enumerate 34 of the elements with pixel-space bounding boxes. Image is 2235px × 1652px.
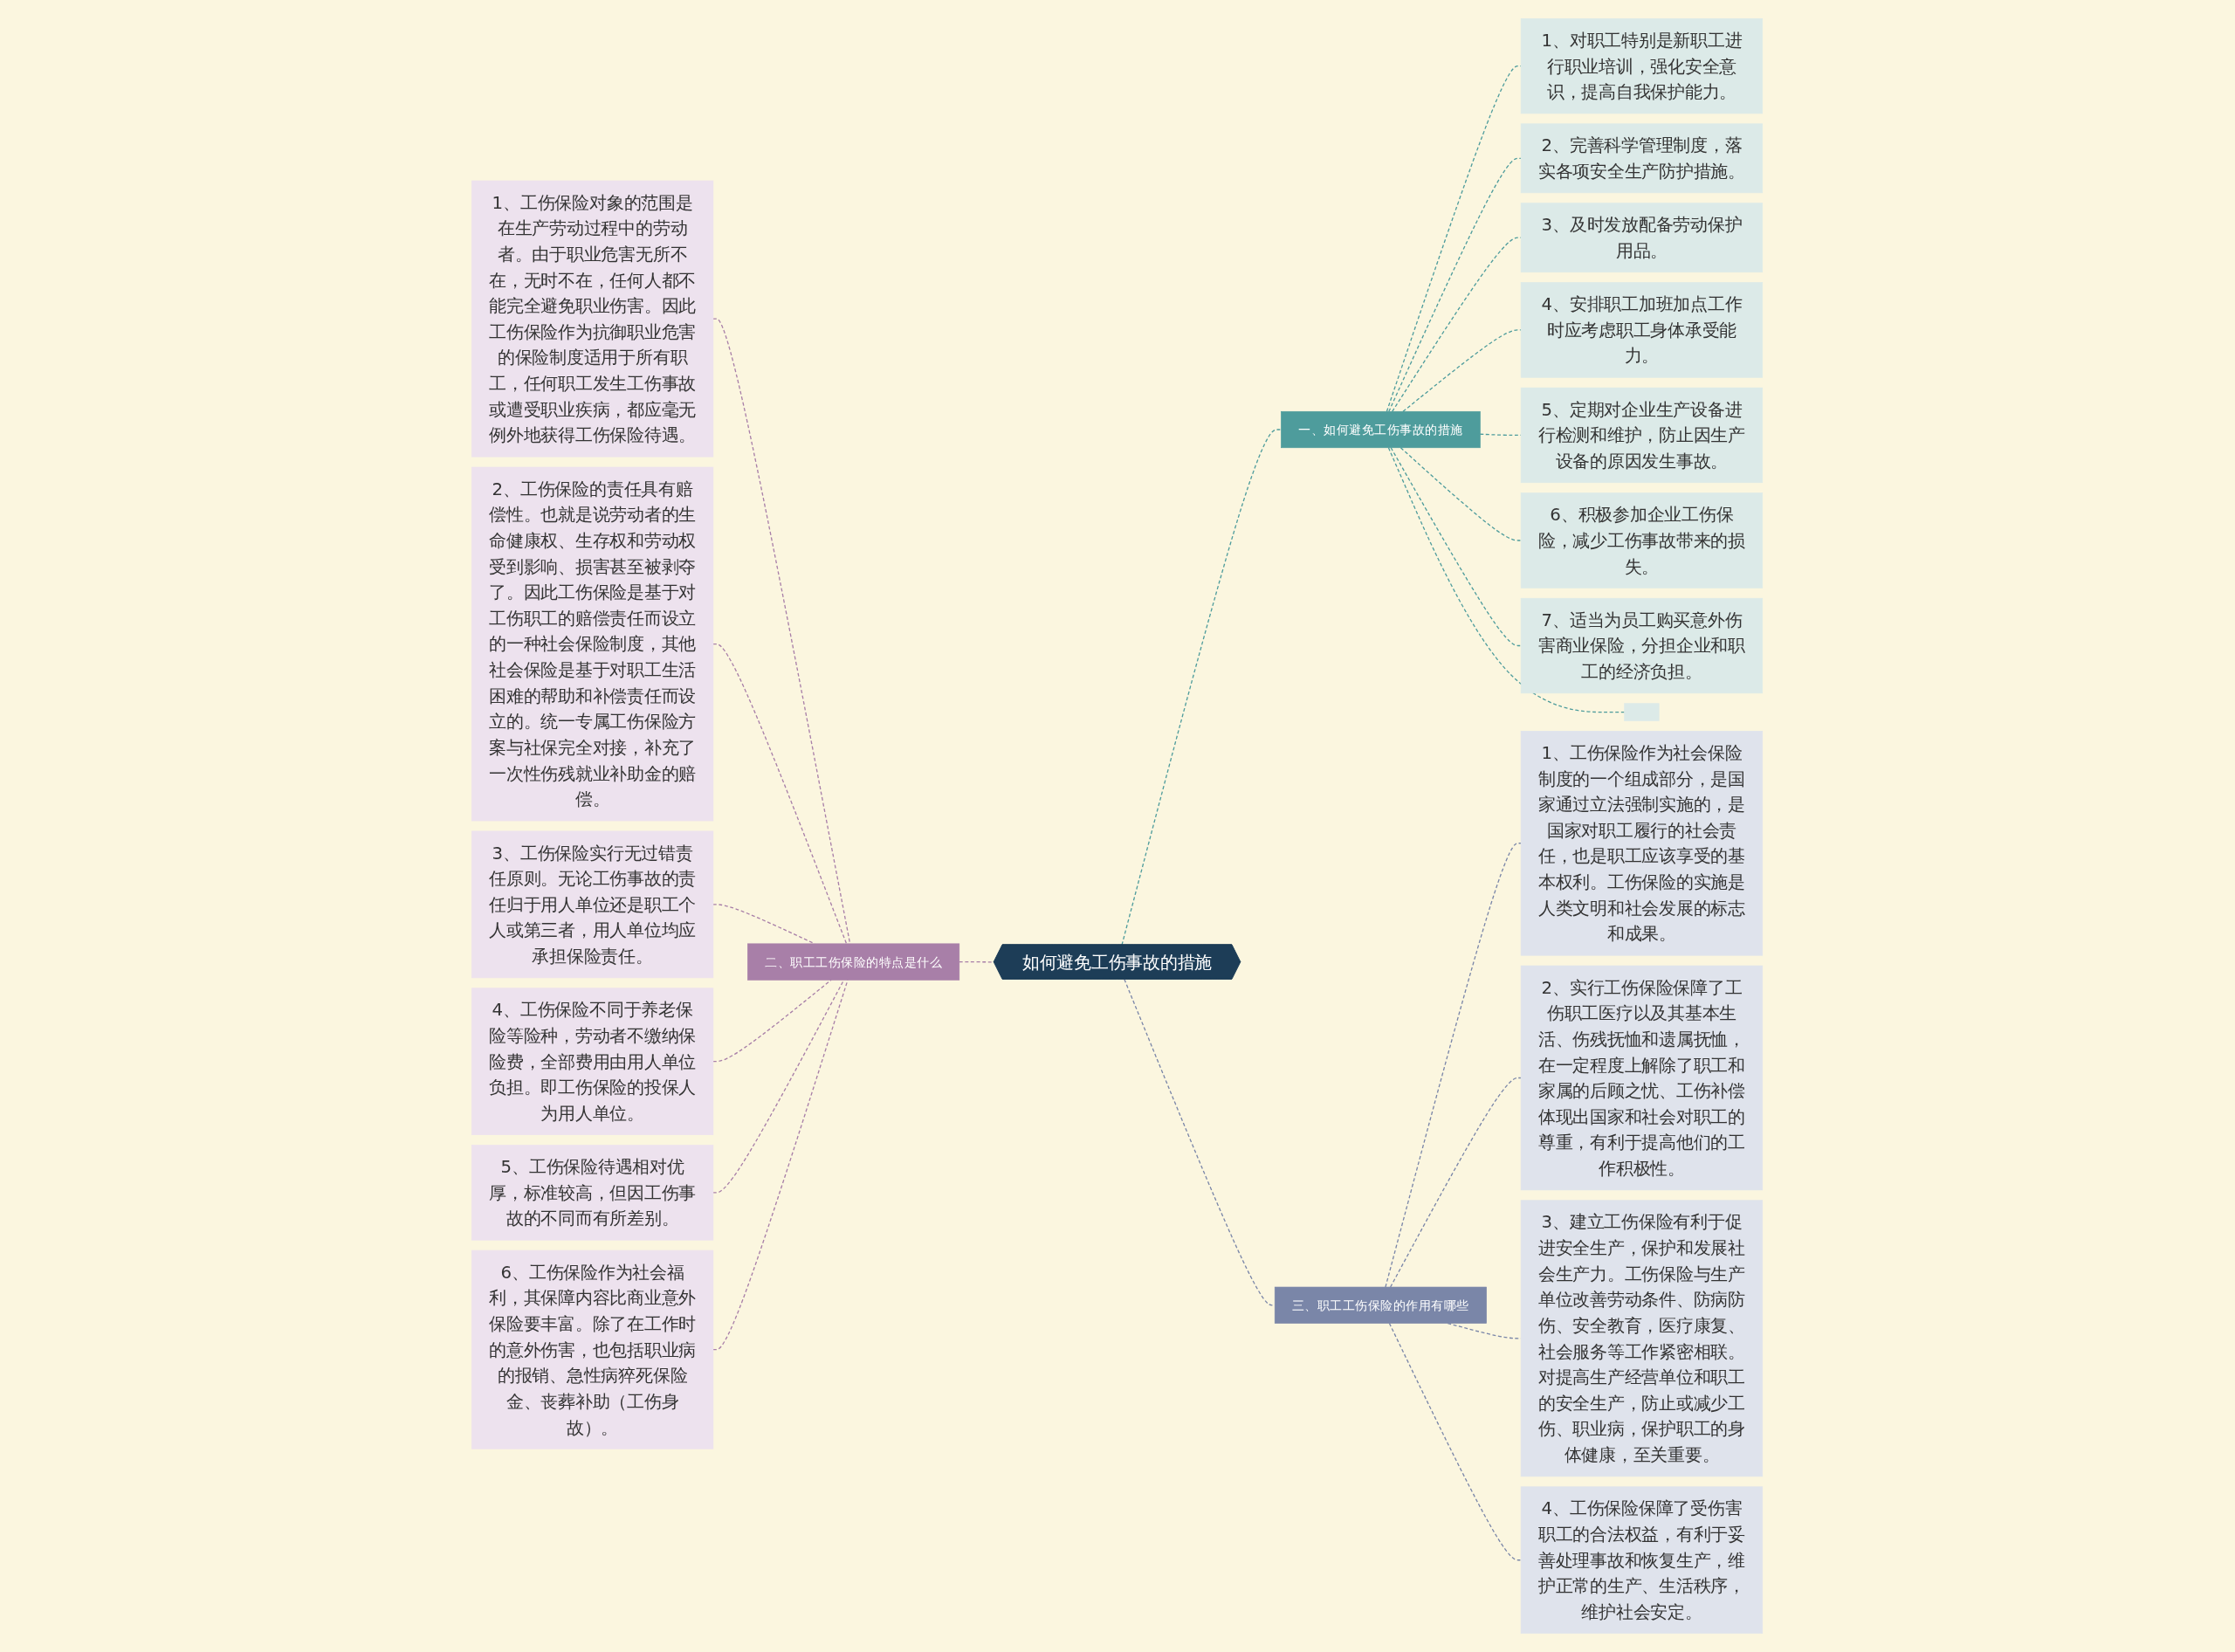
node-box: 5、工伤保险待遇相对优厚，标准较高，但因工伤事故的不同而有所差别。 (471, 1145, 714, 1241)
node-box: 1、对职工特别是新职工进行职业培训，强化安全意识，提高自我保护能力。 (1521, 17, 1764, 114)
node-box: 6、工伤保险作为社会福利，其保障内容比商业意外保险要丰富。除了在工作时的意外伤害，也包括职业病的报销、急性病猝死保险金、丧葬补助（工伤身故）。 (471, 1249, 714, 1449)
node-box: 2、实行工伤保险保障了工伤职工医疗以及其基本生活、伤残抚恤和遗属抚恤，在一定程度上解除了职工和家属的后顾之忧、工伤补偿体现出国家和社会对职工的尊重，有利于提高他们的工作积极性。 (1521, 965, 1764, 1191)
connector (712, 979, 845, 1194)
connector (1385, 843, 1523, 1288)
node-box: 1、工伤保险作为社会保险制度的一个组成部分，是国家通过立法强制实施的，是国家对职工履行的社会责任，也是职工应该享受的基本权利。工伤保险的实施是人类文明和社会发展的标志和成果。 (1521, 731, 1764, 956)
node-box: 2、工伤保险的责任具有赔偿性。也就是说劳动者的生命健康权、生存权和劳动权受到影响、损害甚至被剥夺了。因此工伤保险是基于对工伤职工的赔偿责任而设立的一种社会保险制度，其他社会保险是基于对职工生活困难的帮助和补偿责任而设立的。统一专属工伤保险方案与社保完全对接，补充了一次性伤残就业补助金的赔偿。 (471, 466, 714, 822)
node-box (1624, 703, 1660, 721)
connector (712, 979, 849, 1351)
connector (1389, 1322, 1523, 1561)
node-box: 三、职工工伤保险的作用有哪些 (1275, 1286, 1488, 1324)
connector (1121, 429, 1283, 946)
node-box: 1、工伤保险对象的范围是在生产劳动过程中的劳动者。由于职业危害无所不在，无时不在，任何人都不能完全避免职业伤害。因此工伤保险作为抗御职业危害的保险制度适用于所有职工，任何职工发生工伤事故或遭受职业疾病，都应毫无例外地获得工伤保险待遇。 (471, 180, 714, 458)
node-box: 7、适当为员工购买意外伤害商业保险，分担企业和职工的经济负担。 (1521, 597, 1764, 694)
connector (712, 643, 848, 945)
node-box: 4、安排职工加班加点工作时应考虑职工身体承受能力。 (1521, 282, 1764, 378)
connector (1391, 447, 1523, 647)
connector (1388, 447, 1626, 713)
node-box: 6、积极参加企业工伤保险，减少工伤事故带来的损失。 (1521, 492, 1764, 589)
node-box: 4、工伤保险保障了受伤害职工的合法权益，有利于妥善处理事故和恢复生产，维护正常的生产、生活秩序，维护社会安定。 (1521, 1486, 1764, 1635)
node-box: 2、完善科学管理制度，落实各项安全生产防护措施。 (1521, 123, 1764, 194)
connector (1386, 65, 1523, 412)
node-box: 二、职工工伤保险的特点是什么 (747, 943, 960, 981)
node-box: 3、工伤保险实行无过错责任原则。无论工伤事故的责任归于用人单位还是职工个人或第三者，用人单位均应承担保险责任。 (471, 830, 714, 979)
connector (1390, 1077, 1523, 1288)
node-box: 3、建立工伤保险有利于促进安全生产，保护和发展社会生产力。工伤保险与生产单位改善劳动条件、防病防伤、安全教育，医疗康复、社会服务等工作紧密相联。对提高生产经营单位和职工的安全生产，防止或减少工伤、职业病，保护职工的身体健康，至关重要。 (1521, 1200, 1764, 1477)
connector (1400, 447, 1523, 541)
connector (712, 318, 851, 945)
node-box: 4、工伤保险不同于养老保险等险种，劳动者不缴纳保险费，全部费用由用人单位负担。即工伤保险的投保人为用人单位。 (471, 988, 714, 1135)
connector (1388, 157, 1523, 412)
node-box: 3、及时发放配备劳动保护用品。 (1521, 203, 1764, 273)
node-box: 5、定期对企业生产设备进行检测和维护，防止因生产设备的原因发生事故。 (1521, 387, 1764, 484)
node-box: 一、如何避免工伤事故的措施 (1281, 410, 1482, 449)
